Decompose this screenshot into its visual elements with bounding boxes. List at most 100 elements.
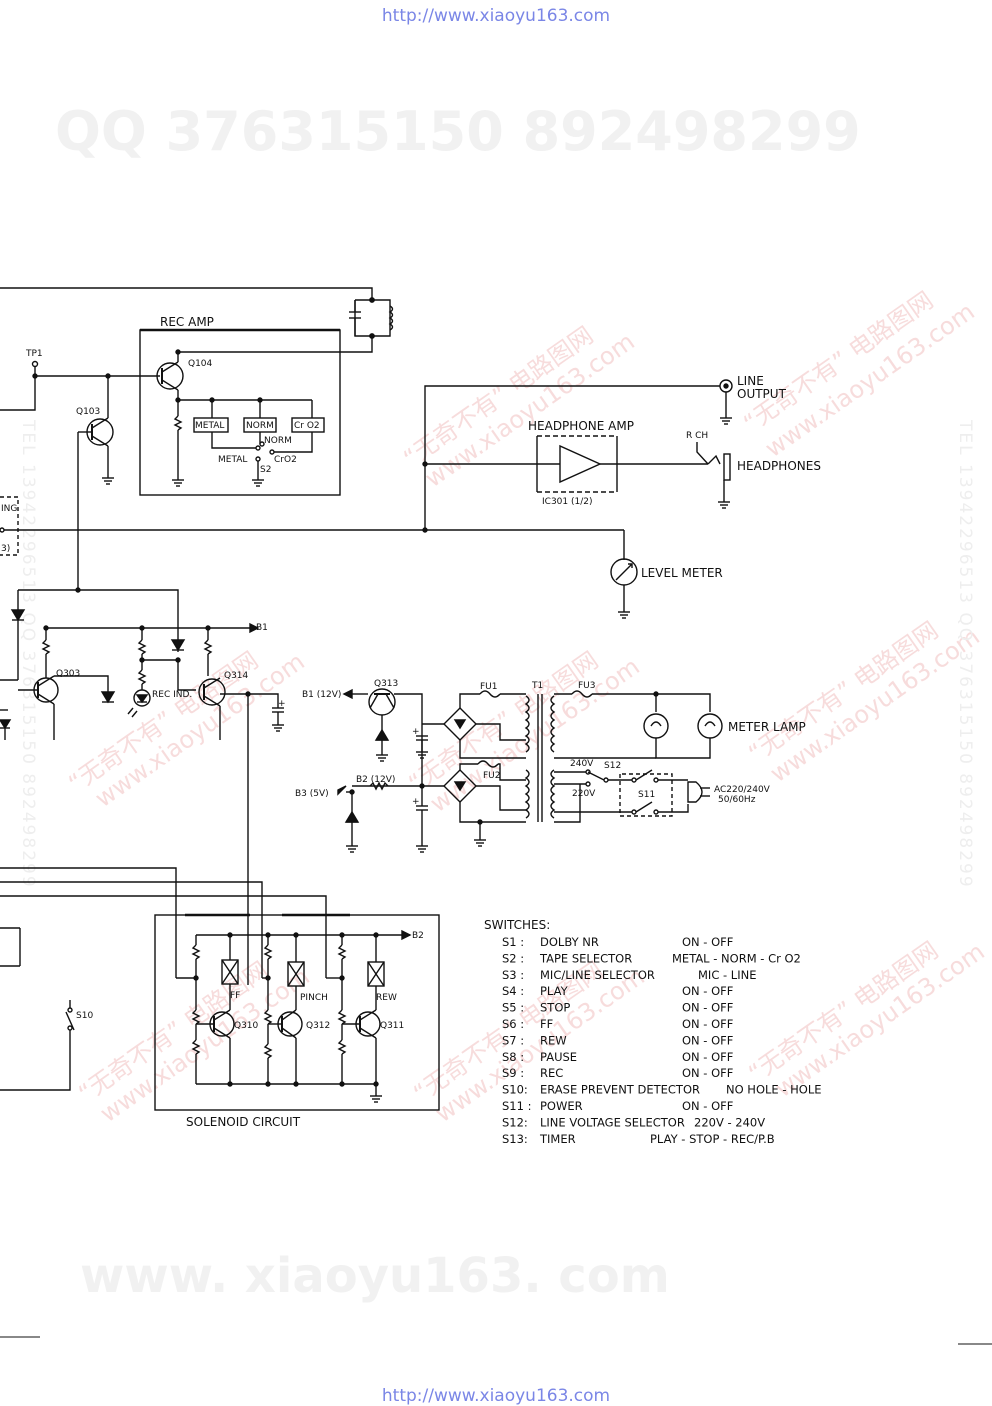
- switch-id: S6 :: [502, 1017, 524, 1031]
- qq-watermark: QQ 376315150 892498299: [55, 100, 861, 163]
- q104-label: Q104: [188, 359, 213, 369]
- switch-name: ERASE PREVENT DETECTOR: [540, 1083, 700, 1097]
- ground-icon: [416, 845, 428, 853]
- q314-label: Q314: [224, 671, 249, 681]
- fu2-label: FU2: [483, 771, 501, 781]
- q103-label: Q103: [76, 407, 100, 417]
- ground-icon: [474, 839, 486, 847]
- b3-5v-label: B3 (5V): [295, 789, 329, 799]
- s2-label: S2: [260, 465, 271, 475]
- bottom-url-watermark: http://www.xiaoyu163.com: [381, 1386, 611, 1406]
- cro2-box-label: Cr O2: [294, 421, 320, 431]
- ground-icon: [172, 479, 184, 487]
- switch-id: S3 :: [502, 968, 524, 982]
- s11-label: S11: [638, 790, 655, 800]
- b1-label: B1: [256, 623, 268, 633]
- cro2-select-label: CrO2: [274, 455, 297, 465]
- ground-icon: [376, 754, 388, 762]
- ground-icon: [252, 479, 264, 487]
- 220v-label: 220V: [572, 789, 596, 799]
- top-url-watermark: http://www.xiaoyu163.com: [381, 6, 611, 26]
- switch-options: 220V - 240V: [694, 1115, 765, 1129]
- b2-label: B2: [412, 931, 424, 941]
- switch-options: ON - OFF: [682, 984, 733, 998]
- switch-options: NO HOLE - HOLE: [726, 1083, 822, 1097]
- switch-id: S12:: [502, 1115, 528, 1129]
- ff-label: FF: [230, 991, 240, 1001]
- switch-options: ON - OFF: [682, 1099, 733, 1113]
- ic301-label: IC301 (1/2): [542, 497, 592, 507]
- rec-amp-block: REC AMP: [139, 315, 341, 496]
- tp1-line: TP1: [0, 349, 160, 411]
- switch-name: PLAY: [540, 984, 569, 998]
- switch-name: FF: [540, 1017, 553, 1031]
- norm-select-label: NORM: [264, 436, 292, 446]
- ing-fragment: ING: [1, 504, 17, 514]
- ac-label-1: AC220/240V: [714, 785, 771, 795]
- q312-label: Q312: [306, 1021, 330, 1031]
- rec-indicator-section: B1 Q303 REC IND.: [0, 587, 286, 985]
- switch-name: MIC/LINE SELECTOR: [540, 968, 655, 982]
- switch-name: LINE VOLTAGE SELECTOR: [540, 1115, 685, 1129]
- ground-icon: [370, 1095, 382, 1103]
- ground-icon: [272, 724, 284, 732]
- switch-options: ON - OFF: [682, 1001, 733, 1015]
- switch-name: PAUSE: [540, 1050, 577, 1064]
- osc-tank-circuit: [349, 299, 394, 337]
- switch-name: TAPE SELECTOR: [539, 951, 632, 965]
- ground-icon: [718, 501, 730, 509]
- switch-name: REC: [540, 1066, 563, 1080]
- switch-name: STOP: [540, 1001, 570, 1015]
- solenoid-circuit-label: SOLENOID CIRCUIT: [186, 1115, 301, 1129]
- svg-text:+: +: [412, 727, 420, 737]
- switch-id: S10:: [502, 1083, 528, 1097]
- switch-options: ON - OFF: [682, 1033, 733, 1047]
- b2-12v-label: B2 (12V): [356, 775, 395, 785]
- switch-name: REW: [540, 1033, 567, 1047]
- switch-name: TIMER: [539, 1132, 576, 1146]
- line-output-label-1: LINE: [737, 374, 764, 388]
- switches-title: SWITCHES:: [484, 918, 550, 932]
- switch-id: S5 :: [502, 1001, 524, 1015]
- q103-transistor: Q103: [76, 373, 114, 590]
- switch-id: S13:: [502, 1132, 528, 1146]
- rch-label: R CH: [686, 431, 708, 441]
- switch-id: S4 :: [502, 984, 524, 998]
- ground-icon: [416, 751, 428, 759]
- fu3-label: FU3: [578, 681, 596, 691]
- metal-select-label: METAL: [218, 455, 247, 465]
- switch-name: DOLBY NR: [540, 935, 599, 949]
- switch-options: ON - OFF: [682, 1066, 733, 1080]
- switch-name: POWER: [540, 1099, 583, 1113]
- s12-label: S12: [604, 761, 621, 771]
- svg-text:+: +: [278, 699, 286, 709]
- tp1-label: TP1: [25, 349, 43, 359]
- switch-id: S2 :: [502, 951, 524, 965]
- b1-12v-label: B1 (12V): [302, 690, 341, 700]
- dashed-block-fragment: ING 3): [0, 496, 19, 556]
- tape-selector-network: METAL NORM Cr O2 NORM METAL CrO2 S2: [172, 397, 325, 487]
- level-meter: LEVEL METER: [610, 558, 723, 619]
- switch-options: MIC - LINE: [698, 968, 756, 982]
- q310-label: Q310: [234, 1021, 259, 1031]
- domain-watermark: www. xiaoyu163. com: [80, 1248, 670, 1304]
- meter-lamp-label: METER LAMP: [728, 720, 806, 734]
- headphone-amp-label: HEADPHONE AMP: [528, 419, 634, 433]
- ground-icon: [720, 417, 732, 425]
- switch-id: S11 :: [502, 1099, 531, 1113]
- solenoid-feed-lines: S10: [0, 867, 327, 1091]
- rec-amp-label: REC AMP: [160, 315, 214, 329]
- metal-box-label: METAL: [195, 421, 224, 431]
- q313-label: Q313: [374, 679, 398, 689]
- switch-options: ON - OFF: [682, 1017, 733, 1031]
- paren-fragment: 3): [1, 544, 10, 554]
- switch-options: METAL - NORM - Cr O2: [672, 951, 801, 965]
- headphones-jack: R CH HEADPHONES: [686, 431, 821, 509]
- rec-ind-label: REC IND.: [152, 690, 192, 700]
- switch-id: S9 :: [502, 1066, 524, 1080]
- line-output-label-2: OUTPUT: [737, 387, 787, 401]
- s10-label: S10: [76, 1011, 93, 1021]
- ground-icon: [346, 845, 358, 853]
